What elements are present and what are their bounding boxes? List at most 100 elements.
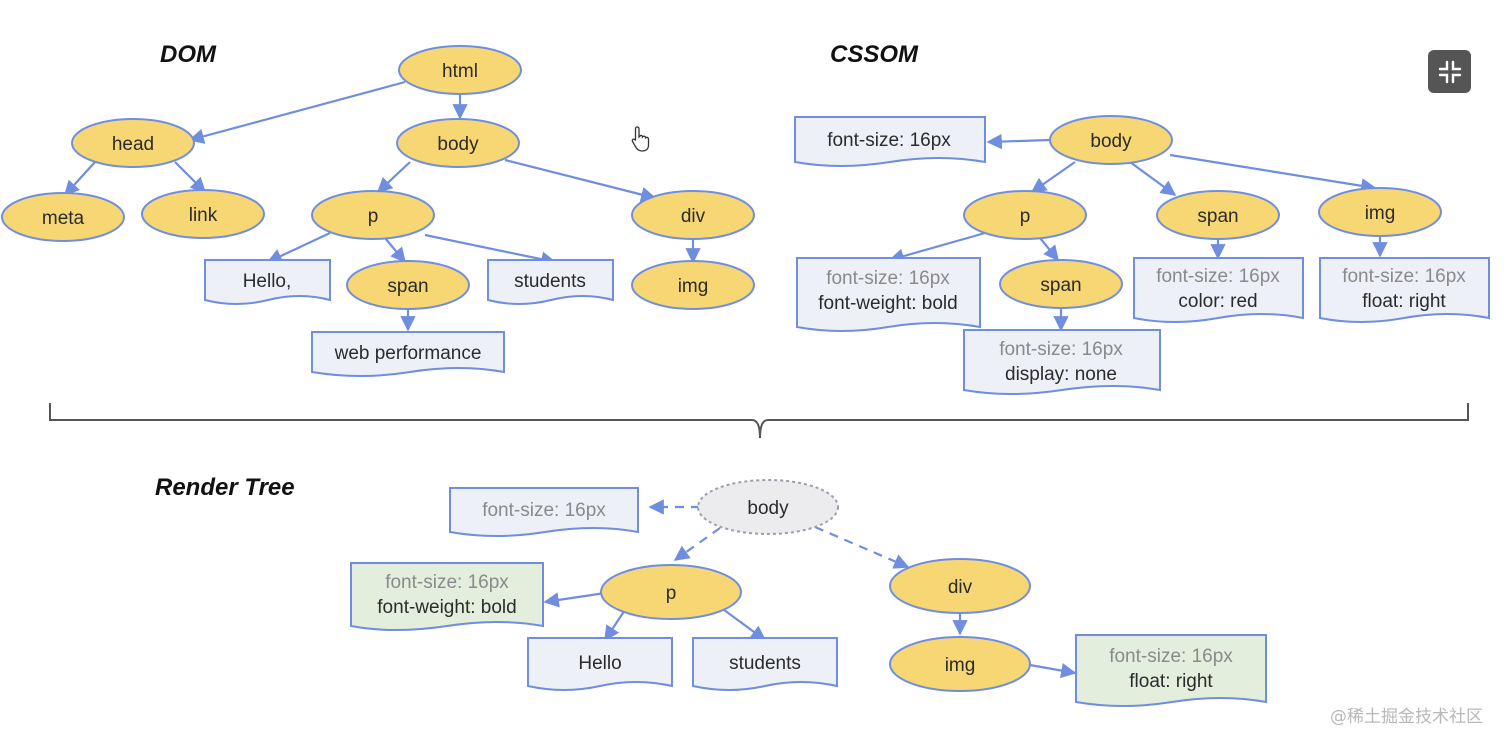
cssom-span-style-own: color: red [1178,291,1257,312]
cssom-inner-span-style: font-size: 16px display: none [963,329,1161,395]
cssom-img-style: font-size: 16px float: right [1319,257,1490,323]
dom-node-span-label: span [387,276,428,297]
merge-brace [49,403,1469,439]
edge-p-span [384,237,406,264]
dom-node-img: img [631,260,755,310]
dom-text-students-label: students [514,271,586,292]
dom-node-span: span [346,260,470,310]
edge-render-body-p [673,527,721,561]
cssom-node-body: body [1049,115,1173,165]
edge-cssom-body-img [1169,153,1377,194]
cssom-p-style-own: font-weight: bold [818,293,957,314]
edge-render-p-hello [604,609,626,642]
cssom-p-style-inherited: font-size: 16px [826,268,950,289]
cssom-node-inner-span: span [999,259,1123,309]
dom-node-html: html [398,45,522,95]
render-node-p-label: p [666,583,677,604]
cssom-body-style-label: font-size: 16px [827,130,951,151]
edge-cssom-p-style [888,231,986,264]
render-img-style-inherited: font-size: 16px [1109,646,1233,667]
edge-render-img-style [1029,662,1077,679]
dom-edges [63,80,701,332]
dom-node-html-label: html [442,61,478,82]
render-p-style-inherited: font-size: 16px [385,572,509,593]
dom-node-img-label: img [678,276,709,297]
cssom-title: CSSOM [830,41,919,68]
cssom-img-style-own: float: right [1362,291,1446,312]
render-text-hello-label: Hello [578,653,621,674]
cssom-node-span: span [1156,190,1280,240]
cssom-node-img: img [1318,187,1442,237]
cssom-node-span-label: span [1197,206,1238,227]
render-node-img: img [889,636,1031,692]
edge-cssom-body-p [1030,161,1076,193]
cssom-inner-span-style-inherited: font-size: 16px [999,339,1123,360]
render-text-hello: Hello [527,637,673,691]
edge-head-meta [63,161,96,197]
render-body-style: font-size: 16px [449,487,639,537]
cssom-node-img-label: img [1365,203,1396,224]
edge-head-link [174,161,207,194]
edge-cssom-body-span [1129,161,1177,196]
render-text-students-label: students [729,653,801,674]
cssom-node-inner-span-label: span [1040,275,1081,296]
cssom-node-p: p [963,190,1087,240]
dom-node-link: link [141,189,265,239]
render-tree-title: Render Tree [155,474,295,501]
cssom-p-style: font-size: 16px font-weight: bold [796,257,981,332]
edge-p-hello [266,232,331,264]
dom-node-p-label: p [368,206,379,227]
dom-node-body: body [396,118,520,168]
edge-body-p [376,161,411,194]
render-p-style: font-size: 16px font-weight: bold [350,562,544,631]
cssom-img-style-inherited: font-size: 16px [1342,266,1466,287]
dom-node-div: div [631,190,755,240]
edge-body-div [504,158,657,203]
edge-render-p-students [719,606,767,641]
dom-node-meta: meta [1,192,125,242]
dom-node-head: head [71,118,195,168]
cssom-node-p-label: p [1020,206,1031,227]
dom-node-link-label: link [189,205,218,226]
dom-node-head-label: head [112,134,154,155]
render-node-div: div [889,558,1031,614]
edge-cssom-p-span [1039,237,1059,262]
cssom-inner-span-style-own: display: none [1005,364,1117,385]
edge-html-head [188,80,406,144]
dom-node-p: p [311,190,435,240]
render-p-style-own: font-weight: bold [377,597,516,618]
render-img-style-own: float: right [1129,671,1213,692]
dom-text-web-performance: web performance [311,331,505,377]
render-node-body: body [697,479,839,535]
dom-text-hello: Hello, [204,259,331,305]
dom-node-body-label: body [437,134,479,155]
cssom-node-body-label: body [1090,131,1132,152]
render-body-style-label: font-size: 16px [482,500,606,521]
dom-text-hello-label: Hello, [243,271,292,292]
dom-node-div-label: div [681,206,706,227]
cssom-span-style-inherited: font-size: 16px [1156,266,1280,287]
render-edges [543,499,1077,679]
edge-render-body-div [814,525,910,569]
dom-text-web-performance-label: web performance [334,343,482,364]
exit-fullscreen-button[interactable] [1428,50,1471,93]
render-node-div-label: div [948,577,973,598]
cssom-edges [888,133,1388,332]
render-node-img-label: img [945,655,976,676]
edge-render-p-style [543,591,606,608]
render-node-p: p [600,564,742,620]
exit-fullscreen-icon [1438,60,1461,83]
watermark: @稀土掘金技术社区 [1330,707,1483,727]
edge-cssom-body-style [986,133,1051,150]
cssom-body-style: font-size: 16px [794,116,986,167]
edge-p-students [424,233,557,267]
hand-pointer-icon [630,125,652,158]
dom-node-meta-label: meta [42,208,85,229]
render-text-students: students [692,637,838,691]
dom-title: DOM [160,41,217,68]
render-node-body-label: body [747,498,789,519]
render-img-style: font-size: 16px float: right [1075,634,1267,707]
dom-text-students: students [487,259,614,305]
cssom-span-style: font-size: 16px color: red [1133,257,1304,323]
